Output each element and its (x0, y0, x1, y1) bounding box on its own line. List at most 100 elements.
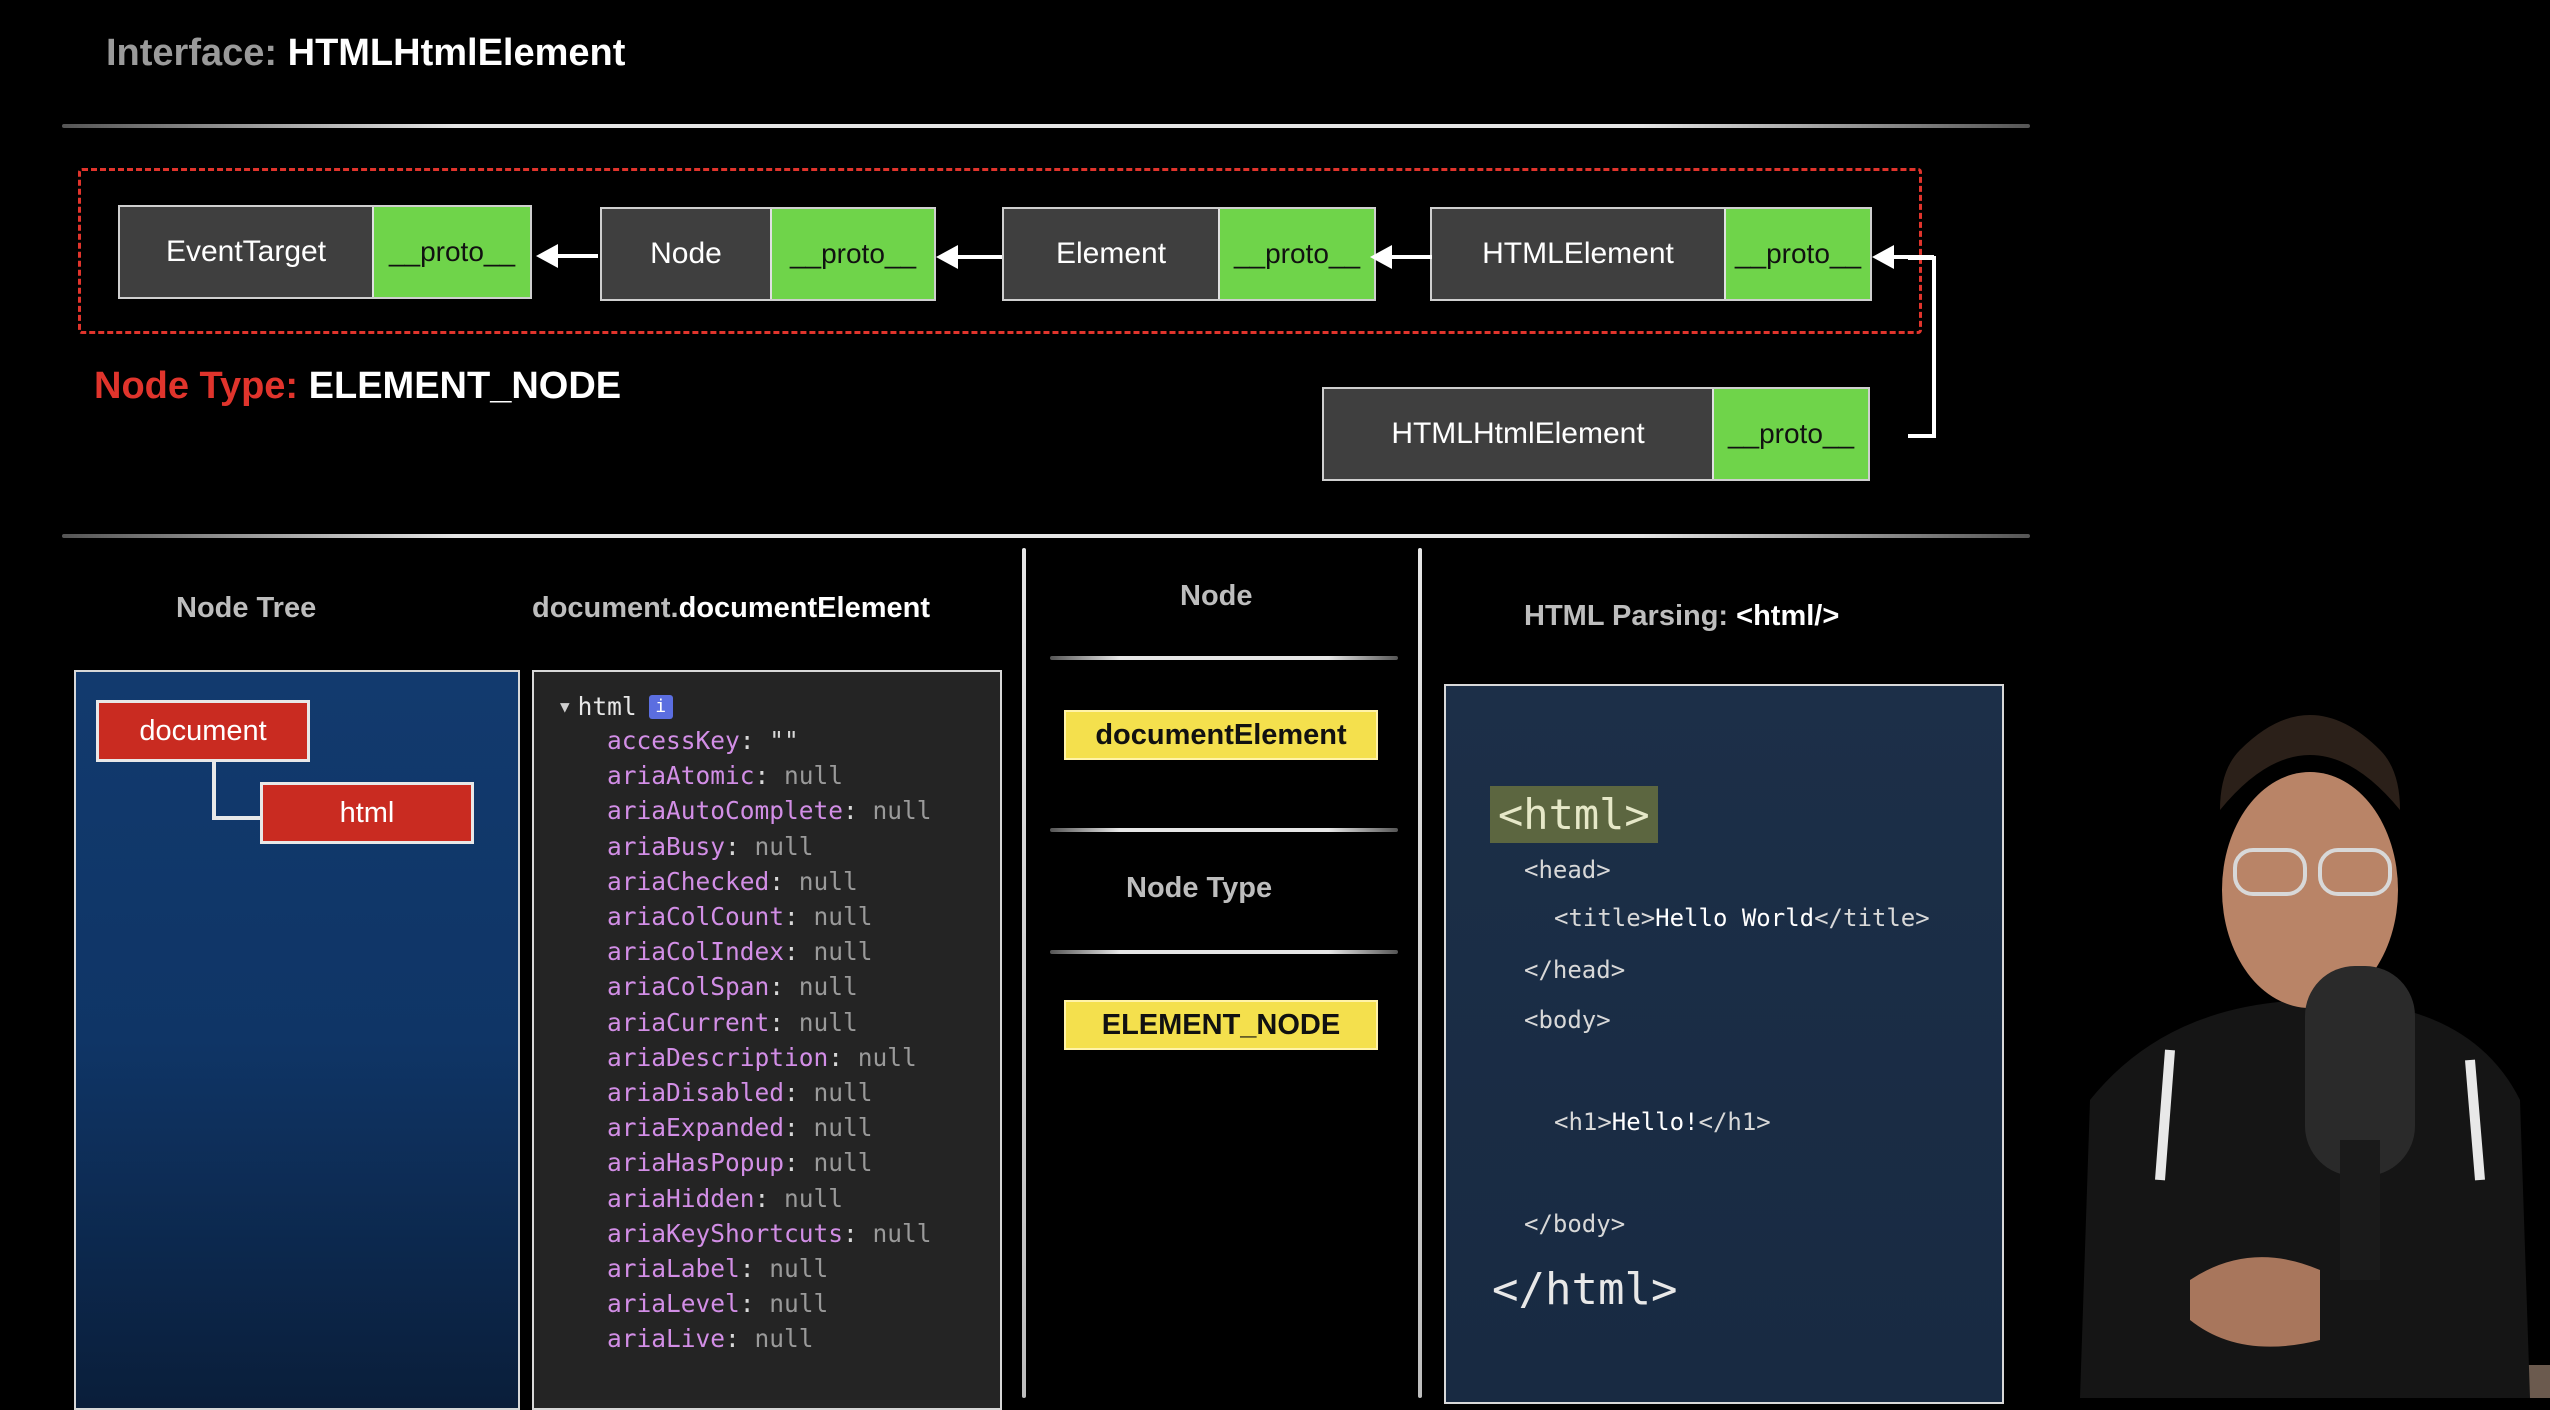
code-h1-close: </h1> (1698, 1108, 1771, 1136)
devtools-prop-row[interactable]: ariaLabel: null (607, 1254, 828, 1283)
devtools-root-row[interactable]: ▼ html i (560, 692, 673, 721)
node-type-value: ELEMENT_NODE (308, 365, 622, 407)
prop-value: null (798, 972, 858, 1002)
prop-key: ariaAtomic (607, 761, 755, 791)
title-prefix: Interface: (106, 32, 278, 74)
proto-connector (1908, 256, 1936, 438)
parsing-value: <html/> (1736, 600, 1840, 632)
code-h1-line: <h1>Hello!</h1> (1554, 1108, 1771, 1136)
devtools-prop-row[interactable]: ariaAtomic: null (607, 761, 843, 790)
devtools-prop-row[interactable]: ariaHidden: null (607, 1184, 843, 1213)
proto-arrow (936, 245, 1002, 269)
prop-value: null (813, 1078, 873, 1107)
arrowhead-icon (1370, 245, 1392, 269)
prop-value: null (813, 1148, 873, 1178)
devtools-prop-row[interactable]: ariaLive: null (607, 1324, 814, 1353)
chain-name: HTMLElement (1432, 209, 1724, 299)
prop-key: ariaDescription (607, 1042, 829, 1072)
tree-connector (212, 762, 266, 820)
tree-node-document: document (96, 700, 310, 762)
devtools-prop-row[interactable]: ariaLevel: null (607, 1289, 828, 1318)
prop-key: ariaLevel (607, 1289, 740, 1319)
chain-name: Node (602, 209, 770, 299)
prop-colon: : (843, 796, 873, 826)
html-parsing-heading: HTML Parsing: <html/> (1524, 600, 1839, 633)
node-tree-heading: Node Tree (176, 592, 317, 624)
info-icon[interactable]: i (648, 694, 673, 719)
chain-name: Element (1004, 209, 1218, 299)
code-title-text: Hello World (1655, 904, 1815, 932)
code-body-open: <body> (1524, 1006, 1611, 1034)
prop-colon: : (754, 761, 785, 791)
devtools-prop-row[interactable]: accessKey: "" (607, 726, 799, 755)
prop-value: null (784, 761, 844, 791)
devtools-prop-row[interactable]: ariaHasPopup: null (607, 1148, 873, 1177)
column-divider (1418, 548, 1422, 1398)
chain-box-htmlelement: HTMLElement __proto__ (1430, 207, 1872, 301)
expand-triangle-icon[interactable]: ▼ (560, 697, 570, 716)
prop-value: null (857, 1042, 917, 1072)
devtools-prop-row[interactable]: ariaColIndex: null (607, 937, 873, 966)
devtools-prop-row[interactable]: ariaAutoComplete: null (607, 796, 932, 825)
chain-name: HTMLHtmlElement (1324, 389, 1712, 479)
code-title-close: </title> (1814, 904, 1930, 932)
prop-value: null (872, 1218, 932, 1248)
prop-key: ariaBusy (607, 831, 726, 861)
devtools-prop-row[interactable]: ariaBusy: null (607, 832, 814, 861)
devtools-prop-row[interactable]: ariaChecked: null (607, 867, 858, 896)
document-element-heading: document.documentElement (532, 592, 930, 625)
doc-elem-value: documentElement (678, 592, 930, 624)
arrowhead-icon (536, 244, 558, 268)
devtools-prop-row[interactable]: ariaDisabled: null (607, 1078, 873, 1107)
chain-name: EventTarget (120, 207, 372, 297)
proto-arrow (1370, 245, 1432, 269)
prop-value: null (798, 1007, 858, 1037)
prop-colon: : (739, 1289, 770, 1319)
prop-value: null (784, 1183, 844, 1213)
code-title-open: <title> (1554, 904, 1656, 932)
prop-key: ariaCurrent (607, 1007, 770, 1037)
prop-colon: : (769, 866, 799, 896)
prop-colon: : (739, 1254, 770, 1283)
doc-elem-prefix: document. (532, 592, 679, 624)
devtools-prop-row[interactable]: ariaDescription: null (607, 1043, 917, 1072)
title-value: HTMLHtmlElement (287, 32, 626, 74)
code-h1-open: <h1> (1554, 1108, 1612, 1136)
chain-proto: __proto__ (1712, 389, 1868, 479)
chain-box-element: Element __proto__ (1002, 207, 1376, 301)
html-open-tag-highlight: <html> (1490, 786, 1658, 843)
prop-value: null (798, 866, 858, 896)
prop-key: accessKey (607, 726, 740, 755)
chain-box-htmlhtmlelement: HTMLHtmlElement __proto__ (1322, 387, 1870, 481)
prop-key: ariaKeyShortcuts (607, 1218, 844, 1248)
prop-colon: : (725, 1324, 755, 1354)
chain-proto: __proto__ (372, 207, 530, 297)
presenter-silhouette-icon (2080, 715, 2550, 1398)
prop-colon: : (725, 831, 755, 861)
devtools-prop-row[interactable]: ariaColCount: null (607, 902, 873, 931)
node-type-badge: ELEMENT_NODE (1064, 1000, 1378, 1050)
prop-value: null (813, 902, 873, 931)
prop-key: ariaAutoComplete (607, 796, 844, 826)
node-heading: Node (1180, 580, 1253, 612)
prop-colon: : (739, 726, 770, 755)
prop-value: "" (769, 726, 799, 755)
prop-key: ariaColCount (607, 902, 785, 931)
node-type-label: Node Type: (94, 365, 299, 407)
prop-key: ariaLive (607, 1324, 726, 1354)
prop-colon: : (784, 937, 814, 967)
devtools-prop-row[interactable]: ariaColSpan: null (607, 972, 858, 1001)
devtools-prop-row[interactable]: ariaExpanded: null (607, 1113, 873, 1142)
chain-box-eventtarget: EventTarget __proto__ (118, 205, 532, 299)
prototype-chain-frame (78, 168, 1922, 334)
presenter-video (2020, 620, 2550, 1398)
devtools-prop-row[interactable]: ariaKeyShortcuts: null (607, 1219, 932, 1248)
html-close-tag: </html> (1492, 1264, 1678, 1315)
prop-value: null (754, 831, 814, 861)
proto-arrow (536, 244, 598, 268)
prop-colon: : (784, 902, 814, 931)
prop-colon: : (754, 1183, 785, 1213)
node-divider (1050, 656, 1398, 660)
devtools-prop-row[interactable]: ariaCurrent: null (607, 1008, 858, 1037)
prop-key: ariaHasPopup (607, 1148, 785, 1178)
